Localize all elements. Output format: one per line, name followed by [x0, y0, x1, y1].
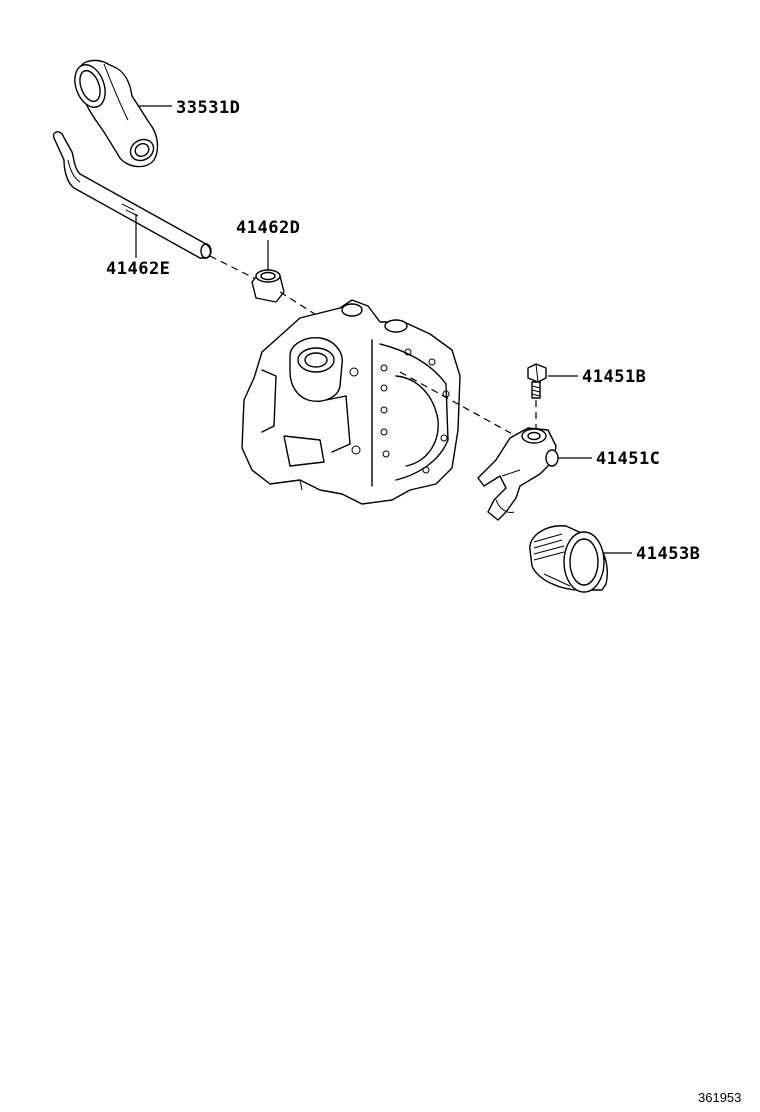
part-41451C-drawing [477, 427, 559, 521]
callout-41462E[interactable]: 41462E [106, 259, 170, 279]
callout-41453B[interactable]: 41453B [636, 544, 700, 564]
callout-41451C[interactable]: 41451C [596, 449, 660, 469]
part-41453B-drawing [529, 525, 608, 593]
diagram-id: 361953 [698, 1090, 741, 1105]
callout-41451B[interactable]: 41451B [582, 367, 646, 387]
transmission-housing-drawing [241, 299, 461, 505]
callout-41462D[interactable]: 41462D [236, 218, 300, 238]
callout-33531D[interactable]: 33531D [176, 98, 240, 118]
assembly-line-fork [399, 371, 517, 437]
part-41451B-drawing [527, 363, 547, 399]
assembly-line-bushing [279, 291, 319, 317]
assembly-line-rod [209, 255, 255, 279]
part-41462D-drawing [251, 269, 285, 303]
part-33531D-drawing [74, 59, 159, 168]
